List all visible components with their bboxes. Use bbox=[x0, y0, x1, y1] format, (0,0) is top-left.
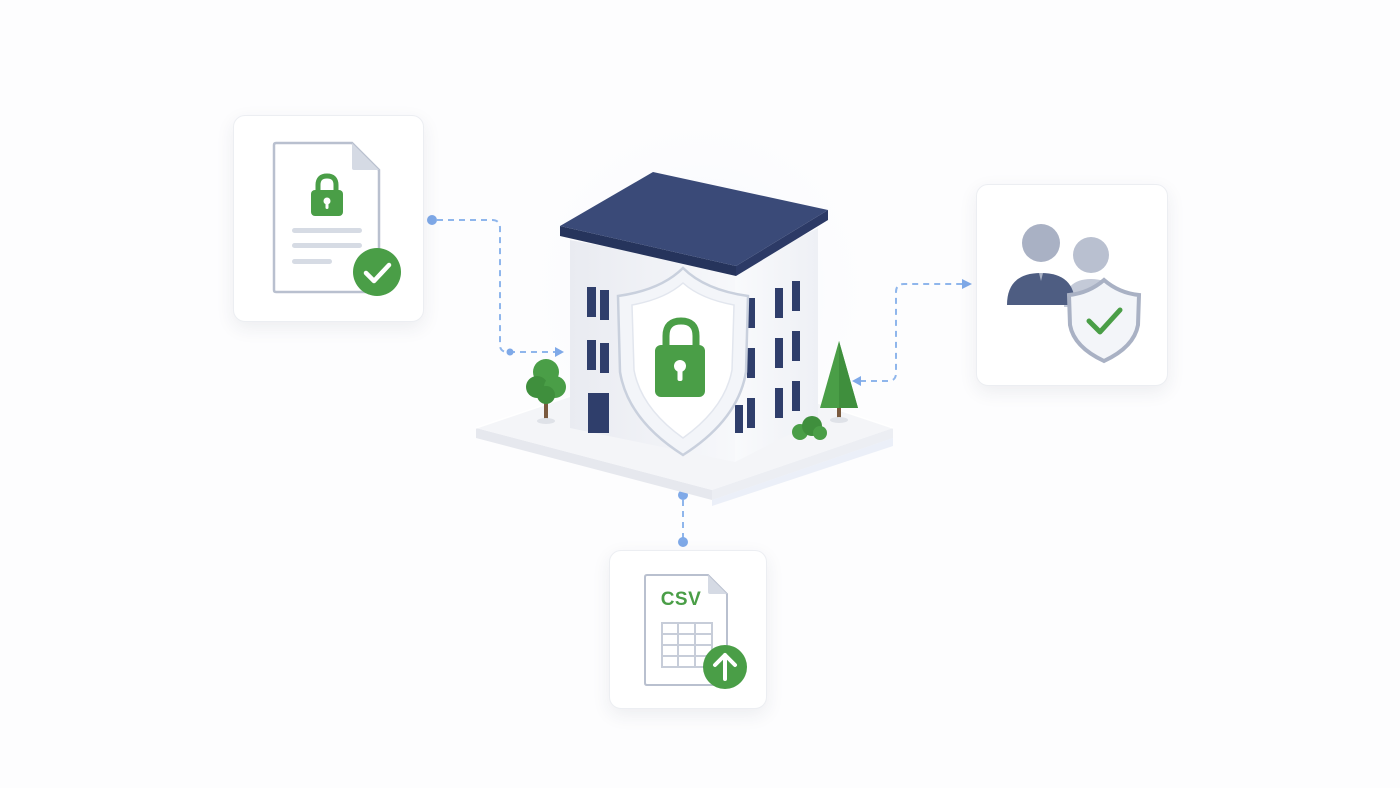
upload-arrow-icon bbox=[703, 645, 747, 689]
csv-label: CSV bbox=[660, 589, 702, 610]
check-icon bbox=[1086, 307, 1123, 335]
bush-icon bbox=[792, 416, 827, 440]
lock-icon bbox=[655, 317, 705, 397]
connector-building-to-users bbox=[852, 279, 972, 386]
csv-upload-card bbox=[609, 550, 767, 709]
connector-doc-to-building bbox=[427, 215, 564, 357]
tree-icon bbox=[820, 341, 858, 423]
secure-document-card bbox=[233, 115, 424, 322]
verified-users-card bbox=[976, 184, 1168, 386]
lock-icon bbox=[311, 173, 343, 216]
check-icon bbox=[353, 248, 401, 296]
connector-building-to-csv bbox=[678, 490, 688, 547]
tree-icon bbox=[526, 359, 566, 424]
shield-icon bbox=[1066, 277, 1142, 364]
